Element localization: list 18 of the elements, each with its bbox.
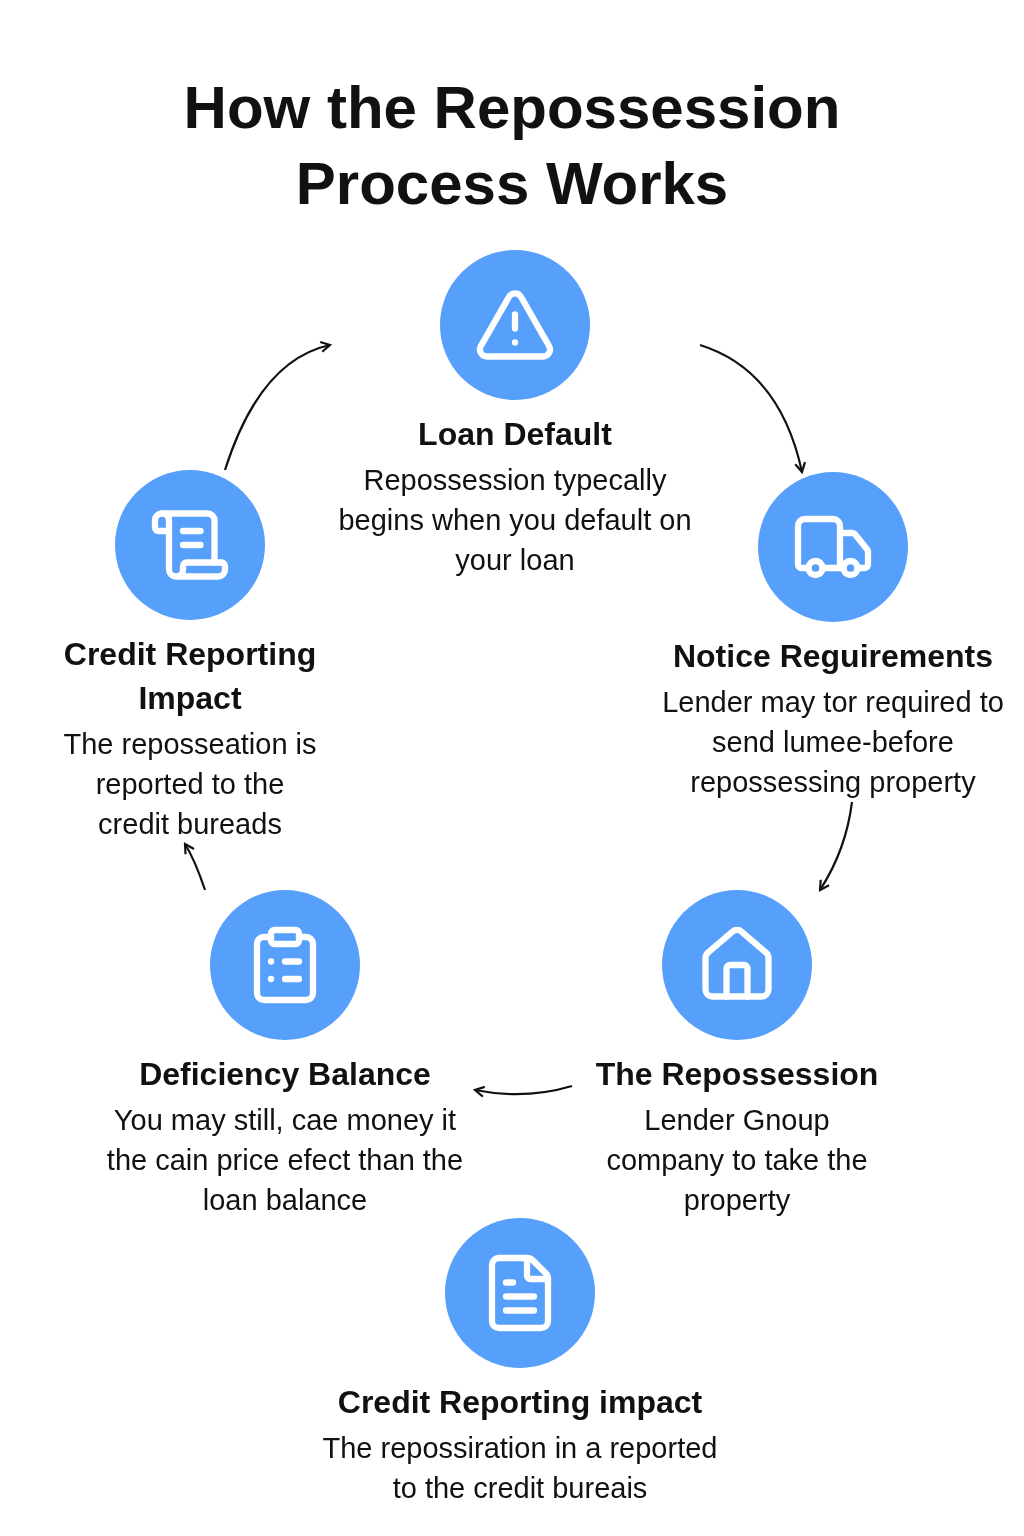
arrow: [473, 1084, 573, 1098]
step-description: Lender may tor required to send lumee-before repossessing property: [661, 685, 1005, 800]
step-heading: The Repossession: [595, 1055, 879, 1094]
step-description: The reposseation is reported to the credit bureads: [62, 727, 318, 842]
arrow: [223, 341, 332, 471]
step-description: Repossession typecally begins when you default on your loan: [337, 463, 693, 578]
step-heading: Credit Reporting Impact: [62, 635, 318, 718]
step-description: The repossiration in a reported to the credit bureais: [321, 1431, 719, 1506]
step-heading: Credit Reporting impact: [337, 1383, 703, 1422]
step-heading: Notice Reguirements: [672, 637, 994, 676]
title: How the Repossession Process Works: [182, 73, 842, 219]
arrow: [818, 801, 854, 892]
step-heading: Deficiency Balance: [139, 1055, 431, 1094]
step-heading: Loan Default: [418, 415, 612, 454]
step-description: Lender Gnoup company to take the property: [605, 1103, 869, 1218]
arrow: [183, 842, 207, 891]
arrow: [699, 343, 806, 474]
step-description: You may still, cae money it the cain price efect than the loan balance: [105, 1103, 465, 1218]
